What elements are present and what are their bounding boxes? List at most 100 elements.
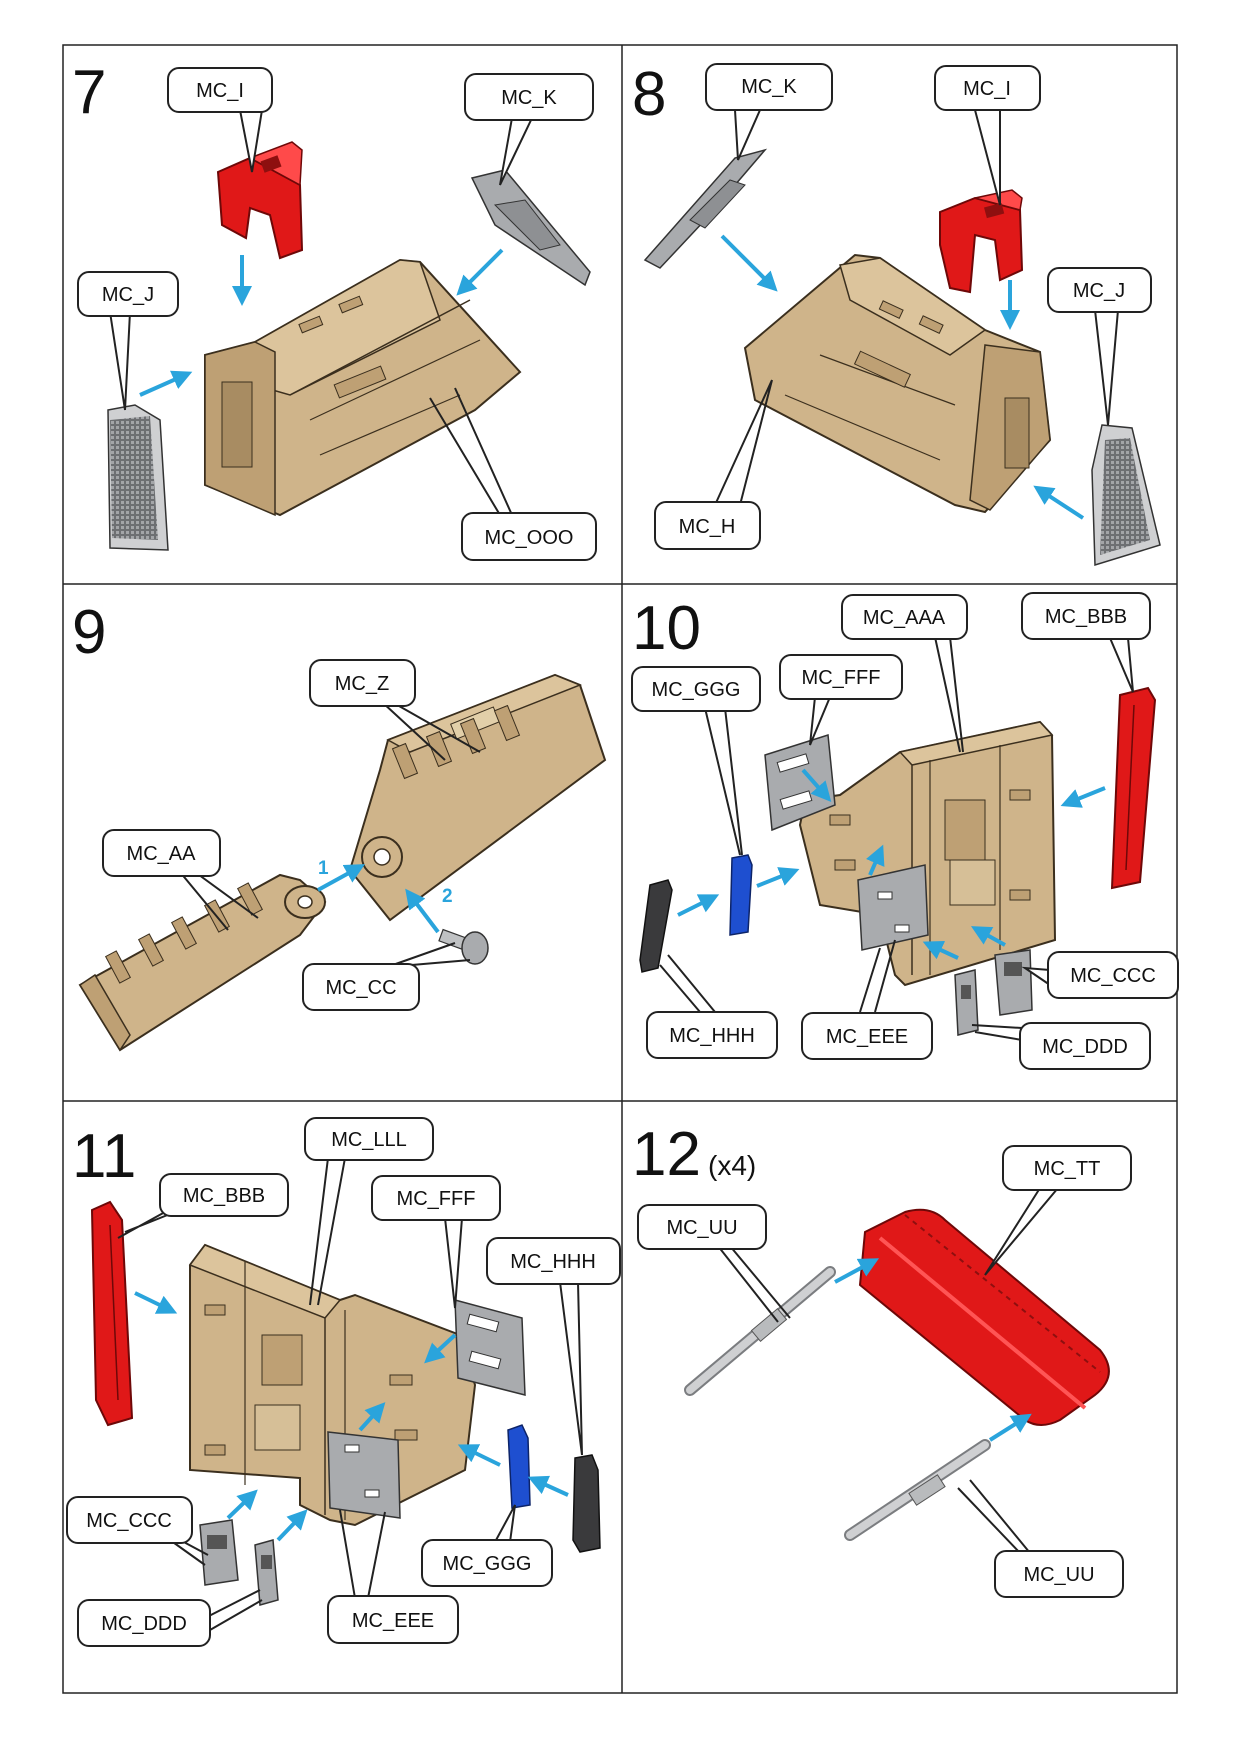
assembly-arrow [457,1444,501,1467]
grey-block-part [994,949,1033,1016]
assembly-arrow [922,940,959,960]
quantity-note: (x4) [708,1150,756,1181]
svg-text:MC_UU: MC_UU [666,1217,737,1239]
svg-text:MC_CC: MC_CC [325,977,396,999]
callout-mc-j: MC_J [1047,267,1152,426]
hinge-plate-part [348,673,607,922]
callout-mc-k: MC_K [705,63,833,161]
step-number: 11 [72,1122,136,1191]
callout-mc-hhh: MC_HHH [486,1237,621,1456]
assembly-arrow [276,1509,308,1542]
callout-mc-j: MC_J [77,271,179,411]
callout-mc-ddd: MC_DDD [971,1022,1151,1070]
red-strip-part [90,1200,134,1427]
grey-plate-part [470,169,591,287]
svg-text:MC_H: MC_H [679,516,736,538]
callout-mc-ooo: MC_OOO [429,387,597,561]
assembly-arrow [866,844,885,876]
grey-block-part [199,1519,239,1586]
callout-mc-hhh: MC_HHH [646,954,778,1059]
callout-mc-eee: MC_EEE [801,939,933,1060]
assembly-arrow [456,248,504,296]
grey-block-small-part [254,1539,279,1606]
callout-mc-ccc: MC_CCC [1021,951,1179,999]
grey-frame-part [764,734,836,832]
step-number: 7 [72,58,106,127]
grey-block-small-part [954,969,979,1036]
console-part [743,253,1052,514]
console-part [204,258,522,517]
svg-text:MC_DDD: MC_DDD [101,1613,187,1635]
wall-panel-part [188,1243,477,1527]
assembly-arrow [801,768,832,802]
svg-text:MC_AA: MC_AA [127,843,197,865]
grey-frame-part [454,1299,526,1396]
step-8-panel: 8 [632,60,1161,567]
pin-upper-part [684,1266,836,1396]
callout-mc-tt: MC_TT [984,1145,1132,1276]
callout-mc-aaa: MC_AAA [841,594,968,753]
assembly-arrow [358,1402,386,1432]
svg-text:MC_TT: MC_TT [1034,1158,1101,1180]
callout-mc-eee: MC_EEE [327,1509,459,1644]
svg-text:MC_LLL: MC_LLL [331,1129,407,1151]
assembly-arrow [834,1258,880,1284]
blue-strip-part [729,854,753,936]
svg-text:MC_GGG: MC_GGG [652,679,741,701]
callout-mc-i: MC_I [167,67,273,173]
callout-mc-uu-lower: MC_UU [957,1479,1124,1598]
callout-mc-k: MC_K [464,73,594,186]
red-clip-part [939,189,1024,294]
svg-text:MC_FFF: MC_FFF [802,667,881,689]
svg-text:MC_EEE: MC_EEE [826,1026,908,1048]
callout-mc-bbb: MC_BBB [1021,592,1151,693]
wall-panel-part [798,720,1057,987]
grey-cover-part [327,1431,401,1519]
grey-cover-part [857,864,929,951]
grille-part [107,404,169,551]
assembly-arrow [756,867,800,888]
red-clip-part [216,141,304,260]
assembly-arrow [317,864,366,892]
svg-text:MC_I: MC_I [196,80,244,102]
hinge-arm-part [78,873,327,1052]
assembly-arrow [971,926,1006,947]
step-number: 10 [632,594,701,663]
callout-mc-ggg: MC_GGG [631,666,761,856]
svg-text:MC_FFF: MC_FFF [397,1188,476,1210]
step-number: 9 [72,598,106,667]
red-strip-part [1110,686,1157,890]
callout-mc-cc: MC_CC [302,942,471,1011]
sequence-number: 1 [318,858,329,879]
svg-text:MC_OOO: MC_OOO [485,527,574,549]
callout-mc-aa: MC_AA [102,829,259,931]
callout-mc-uu: MC_UU [637,1204,791,1323]
callout-mc-h: MC_H [654,379,773,550]
black-strip-part [572,1454,601,1553]
svg-text:MC_J: MC_J [102,284,154,306]
step-11-panel: 11 [66,1117,621,1647]
sequence-number: 2 [442,886,453,907]
svg-text:MC_J: MC_J [1073,280,1125,302]
callout-mc-lll: MC_LLL [304,1117,434,1306]
assembly-arrow [424,1333,457,1364]
callout-mc-bbb: MC_BBB [117,1173,289,1239]
svg-text:MC_BBB: MC_BBB [183,1185,265,1207]
callout-mc-i: MC_I [934,65,1041,206]
red-track-part [858,1208,1110,1426]
black-strip-part [639,879,673,973]
step-number: 8 [632,60,666,129]
svg-text:MC_HHH: MC_HHH [669,1025,755,1047]
blue-strip-part [507,1424,531,1509]
callout-mc-ggg: MC_GGG [421,1504,553,1587]
assembly-arrow [720,234,778,292]
grille-part [1091,424,1161,567]
pin-part [438,928,489,965]
callout-mc-ddd: MC_DDD [77,1589,263,1647]
step-number: 12 [632,1120,701,1189]
callout-mc-fff: MC_FFF [779,654,903,746]
assembly-arrow [134,1291,178,1314]
callout-mc-z: MC_Z [309,659,481,761]
callout-mc-ccc: MC_CCC [66,1496,209,1566]
svg-text:MC_K: MC_K [501,87,557,109]
